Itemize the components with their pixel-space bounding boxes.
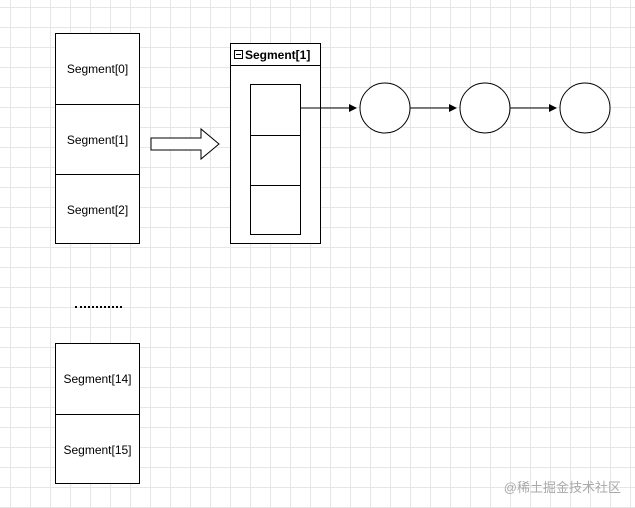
segment-array-bottom: Segment[14] Segment[15] [55,343,140,484]
segment-array-top: Segment[0] Segment[1] Segment[2] [55,33,140,244]
linked-node [359,82,411,134]
segment-label: Segment[0] [66,62,129,76]
linked-node [559,82,611,134]
segment-detail-container: Segment[1] [230,43,321,244]
container-title: Segment[1] [245,47,311,62]
segment-label: Segment[2] [66,202,129,217]
segment-label: Segment[1] [66,132,129,147]
expand-arrow-icon [150,127,220,161]
collapse-icon[interactable] [234,50,243,59]
linked-node [459,82,511,134]
segment-cell: Segment[14] [56,344,139,414]
container-header: Segment[1] [231,44,320,66]
hash-entry-array [250,84,301,235]
segment-cell: Segment[1] [56,104,139,174]
segment-cell: Segment[15] [56,414,139,484]
watermark: @稀土掘金技术社区 [503,480,621,495]
segment-label: Segment[14] [63,372,132,386]
hash-entry-slot [251,135,300,185]
segment-cell: Segment[2] [56,174,139,244]
segment-cell: Segment[0] [56,34,139,104]
hash-entry-slot [251,185,300,235]
segment-label: Segment[15] [63,442,132,457]
ellipsis-dots [75,306,122,308]
